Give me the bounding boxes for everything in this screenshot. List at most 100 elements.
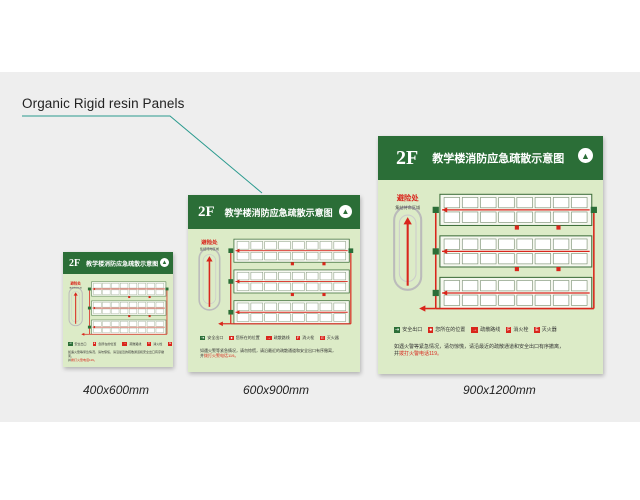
- room: [552, 197, 570, 209]
- room: [443, 238, 460, 250]
- legend-label: 疏散路线: [129, 342, 142, 346]
- you-are-here-icon: ●: [229, 334, 234, 341]
- legend-item: ⇥安全出口: [394, 326, 422, 333]
- fire-hydrant-icon: [322, 293, 326, 297]
- room: [333, 241, 346, 250]
- legend-label: 安全出口: [207, 335, 224, 340]
- panel-title: 教学楼消防应急疏散示意图: [86, 261, 159, 268]
- panel-header: 2F 教学楼消防应急疏散示意图: [63, 252, 173, 274]
- room: [93, 321, 102, 327]
- route-arrow: [92, 325, 96, 329]
- size-label-small: 400x600mm: [83, 383, 150, 397]
- room: [102, 283, 111, 289]
- room: [146, 283, 155, 289]
- notice-text: 如遇火警等紧急情况，请勿惊慌，请沿最近的疏散通道和安全出口有序撤离， 并拨打火警…: [68, 350, 165, 363]
- fire-hydrant-icon: [322, 262, 326, 266]
- room: [333, 272, 346, 281]
- route-arrow: [81, 332, 85, 336]
- room: [480, 280, 497, 292]
- north-arrow-icon: ▲: [339, 205, 352, 218]
- you-are-here-icon: ●: [428, 326, 434, 333]
- room: [278, 313, 291, 322]
- fire-hydrant-icon: [128, 296, 131, 299]
- room: [93, 283, 102, 289]
- legend-item: →疏散路线: [265, 335, 290, 341]
- room: [534, 280, 551, 292]
- room: [319, 282, 333, 291]
- fire-hydrant-icon: [556, 267, 561, 272]
- room: [498, 211, 515, 223]
- exit-sign-icon: [590, 206, 597, 213]
- legend-item: ●您所在的位置: [229, 334, 260, 341]
- legend-label: 疏散路线: [480, 327, 501, 333]
- room: [111, 327, 120, 333]
- room: [534, 211, 551, 223]
- room: [480, 294, 497, 306]
- room: [552, 294, 570, 306]
- route-arrow: [92, 306, 96, 310]
- room: [534, 197, 551, 209]
- room: [137, 327, 146, 333]
- room: [155, 308, 164, 314]
- evacuation-route-icon: →: [471, 326, 479, 333]
- fire-hydrant-icon: [514, 267, 519, 272]
- room: [552, 253, 570, 265]
- room: [292, 282, 305, 291]
- legend-label: 您所在的位置: [98, 342, 117, 346]
- panel-900x1200: 2F 教学楼消防应急疏散示意图 ▲ 避险处集结待命区域 ⇥安全出口●您所在的位置…: [378, 136, 603, 374]
- room: [292, 313, 305, 322]
- room: [278, 272, 291, 281]
- room: [443, 294, 460, 306]
- floor-label: 2F: [396, 146, 419, 169]
- route-arrow: [442, 248, 448, 255]
- room: [278, 282, 291, 291]
- room: [137, 302, 146, 308]
- room: [120, 289, 129, 295]
- room: [102, 327, 111, 333]
- room: [461, 238, 479, 250]
- room: [250, 282, 263, 291]
- route-arrow: [442, 290, 448, 296]
- room: [264, 241, 277, 250]
- room: [111, 321, 120, 327]
- room: [516, 294, 533, 306]
- room: [146, 321, 155, 327]
- room: [461, 280, 479, 292]
- fire-hydrant-icon: [148, 315, 151, 318]
- route-arrow: [403, 217, 412, 225]
- room: [319, 302, 333, 311]
- room: [250, 241, 263, 250]
- room: [461, 197, 479, 209]
- notice-text: 如遇火警等紧急情况，请勿惊慌，请沿最近的疏散通道和安全出口有序撤离， 并拨打火警…: [200, 348, 336, 359]
- room: [129, 321, 138, 327]
- room: [516, 211, 533, 223]
- room: [236, 282, 250, 291]
- assembly-track: [393, 205, 423, 291]
- room: [236, 302, 250, 311]
- room: [292, 272, 305, 281]
- room: [278, 252, 291, 261]
- room: [292, 302, 305, 311]
- room: [333, 313, 346, 322]
- room: [498, 253, 515, 265]
- fire-hydrant-icon: [290, 262, 294, 266]
- fire-hydrant-icon: F: [295, 334, 301, 341]
- room: [319, 252, 333, 261]
- assembly-label: 避险处: [397, 194, 420, 203]
- room: [498, 294, 515, 306]
- room: [129, 308, 138, 314]
- room: [264, 302, 277, 311]
- room: [552, 238, 570, 250]
- room: [155, 321, 164, 327]
- room: [571, 253, 588, 265]
- room: [319, 241, 333, 250]
- fire-hydrant-icon: [556, 225, 561, 230]
- panel-header: 2F 教学楼消防应急疏散示意图: [378, 136, 603, 180]
- room: [516, 280, 533, 292]
- size-label-large: 900x1200mm: [463, 383, 536, 397]
- exit-sign-icon: [87, 325, 91, 329]
- room: [111, 302, 120, 308]
